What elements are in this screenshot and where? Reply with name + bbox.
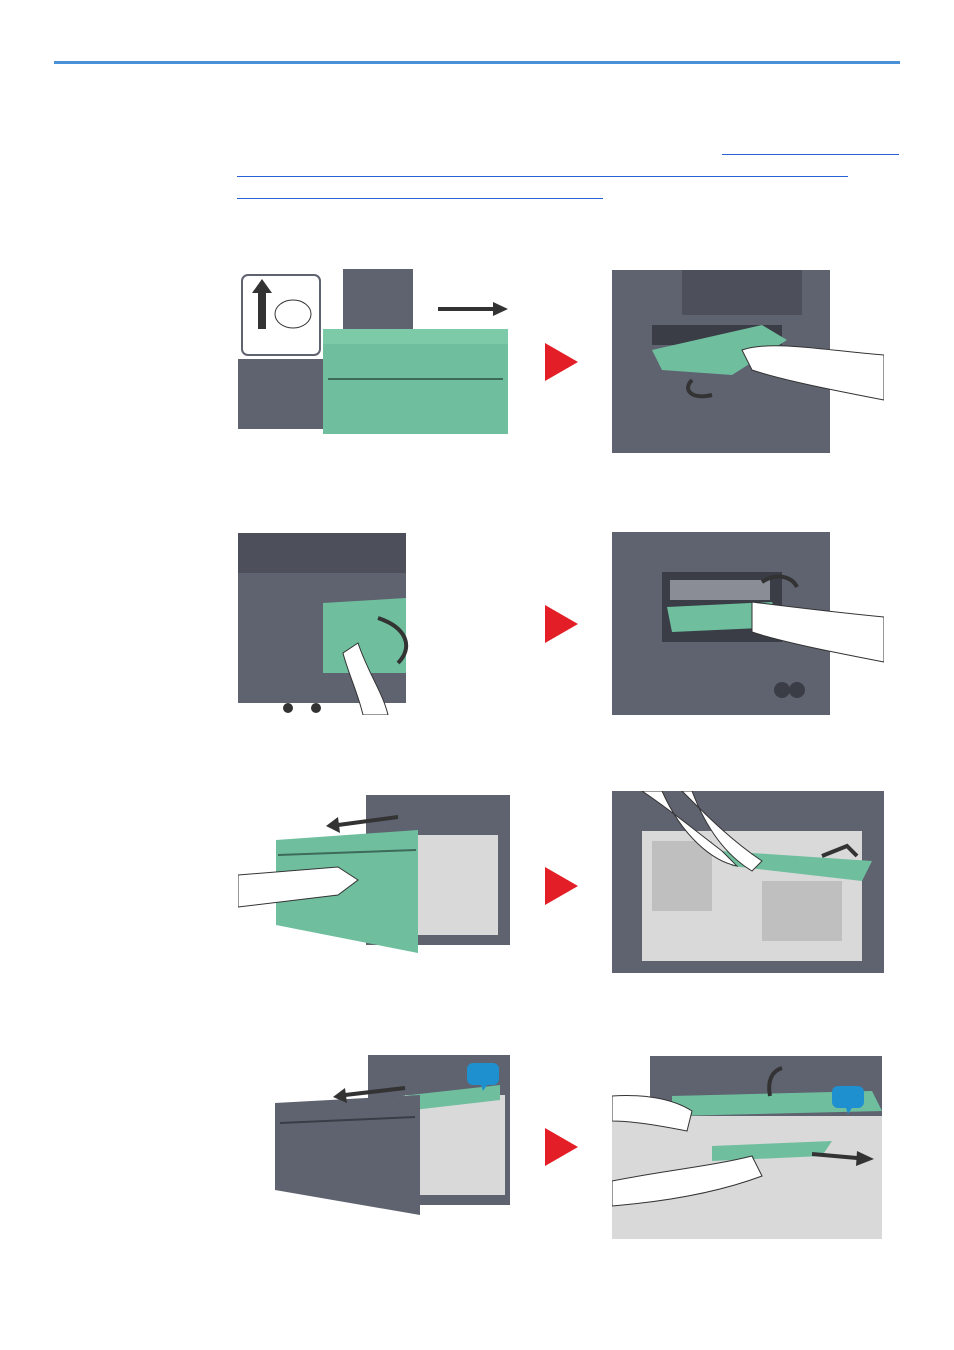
- printer-with-right-cassette-open-icon: [238, 269, 508, 434]
- link-underline-2[interactable]: [237, 176, 848, 177]
- step1-illustration-right: [612, 270, 884, 453]
- step3-illustration-left: [238, 795, 510, 953]
- step1-illustration-left: [238, 269, 518, 453]
- link-underline-3[interactable]: [237, 198, 603, 199]
- step2-illustration-right: [612, 532, 884, 715]
- step3-arrow-icon: [545, 867, 578, 905]
- step2-arrow-icon: [545, 605, 578, 643]
- step1-arrow-icon: [545, 343, 578, 381]
- hands-removing-paper-from-drawer-icon: [612, 791, 884, 973]
- hand-opening-right-cover-icon: [238, 533, 409, 715]
- step3-illustration-right: [612, 791, 884, 973]
- hand-removing-paper-from-cover-icon: [612, 532, 884, 715]
- header-rule: [54, 61, 900, 64]
- step4-arrow-icon: [545, 1128, 578, 1166]
- step4-illustration-left: [275, 1055, 510, 1215]
- hand-pulling-jammed-paper-icon: [612, 270, 884, 453]
- hands-lifting-inner-cover-icon: [612, 1056, 882, 1239]
- drawer-inner-cover-icon: [275, 1055, 510, 1215]
- link-underline-1[interactable]: [722, 154, 899, 155]
- step2-illustration-left: [238, 533, 418, 715]
- hand-pulling-out-drawer-icon: [238, 795, 510, 953]
- step4-illustration-right: [612, 1056, 882, 1239]
